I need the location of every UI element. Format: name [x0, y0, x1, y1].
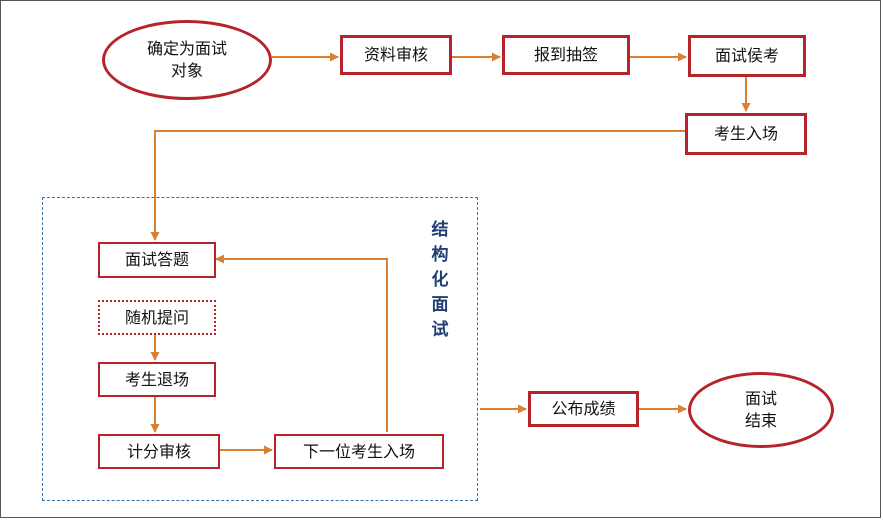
node-publish-results: 公布成绩 — [528, 391, 639, 427]
arrow-next-to-answer — [215, 254, 388, 432]
structured-interview-group — [42, 197, 478, 501]
node-random-question: 随机提问 — [98, 300, 216, 335]
node-interview-end: 面试 结束 — [688, 372, 834, 448]
node-check-in-draw: 报到抽签 — [502, 35, 630, 75]
node-candidate-enter: 考生入场 — [685, 113, 807, 155]
node-interview-answer: 面试答题 — [98, 242, 216, 278]
structured-interview-label: 结 构 化 面 试 — [431, 220, 449, 340]
node-confirm-candidates: 确定为面试 对象 — [102, 20, 272, 100]
arrow-enter-to-answer — [150, 130, 685, 241]
node-score-review: 计分审核 — [98, 434, 220, 469]
node-interview-waiting: 面试侯考 — [688, 35, 806, 77]
node-next-candidate-enter: 下一位考生入场 — [274, 434, 444, 469]
node-candidate-exit: 考生退场 — [98, 362, 216, 397]
node-document-review: 资料审核 — [340, 35, 452, 75]
